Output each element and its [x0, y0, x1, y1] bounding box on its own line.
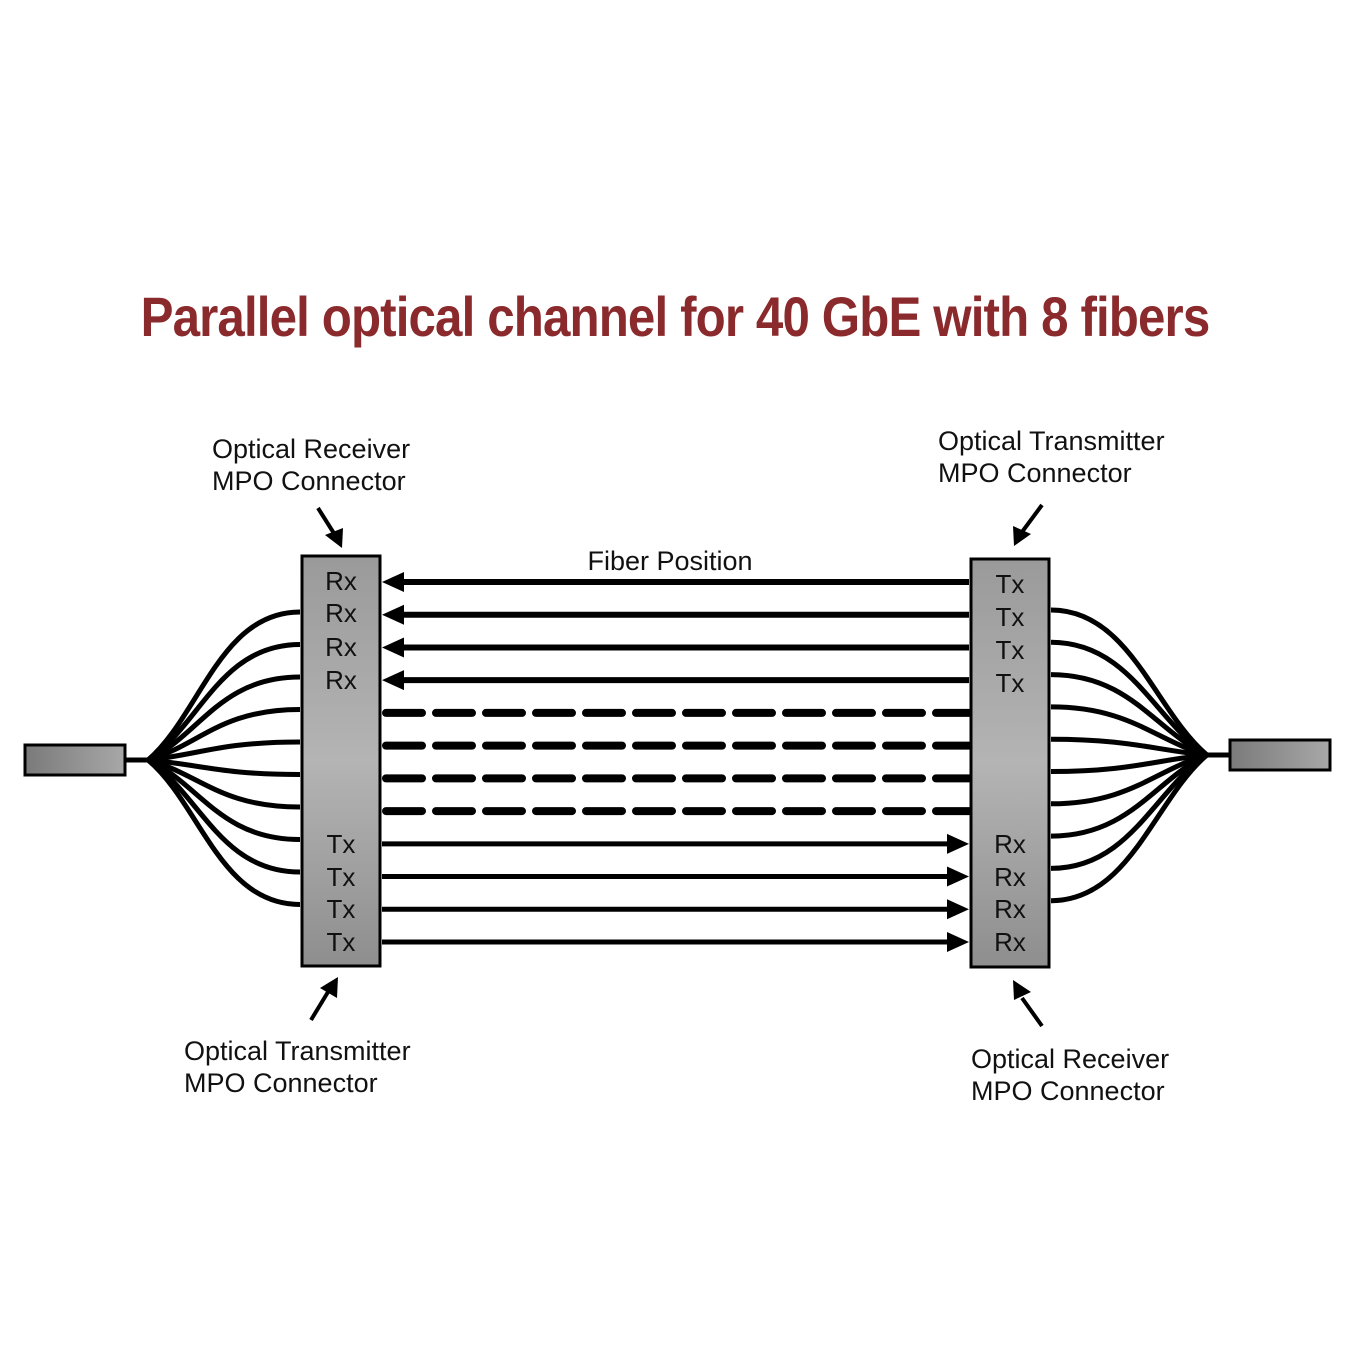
left-top-pointer-arrow	[316, 506, 343, 548]
left-top-label-line2: MPO Connector	[212, 466, 406, 496]
right-fanout-fiber	[1050, 752, 1208, 807]
left-fanout-fiber	[147, 739, 301, 763]
right-fanout-fiber	[1050, 752, 1209, 839]
right-bottom-label-line2: MPO Connector	[971, 1076, 1165, 1106]
port-label: Rx	[325, 598, 357, 628]
left-fanout-fiber	[147, 707, 301, 763]
right-fanout-fiber	[1050, 607, 1209, 757]
port-label: Tx	[327, 829, 356, 859]
port-label: Tx	[996, 668, 1025, 698]
left-bottom-pointer-arrow	[309, 977, 338, 1022]
left-fanout-fiber	[147, 757, 301, 777]
right-fiber-plug	[1207, 738, 1332, 772]
arrowhead-right	[947, 866, 969, 887]
right-fanout-fiber	[1050, 753, 1209, 904]
arrowhead-right	[947, 899, 969, 920]
left-fanout-fiber	[146, 609, 301, 762]
left-fanout-fiber	[146, 757, 301, 875]
left-top-label-line1: Optical Receiver	[212, 434, 410, 464]
right-fanout-fiber	[1050, 752, 1209, 871]
arrowhead-left	[382, 604, 404, 625]
right-bottom-pointer-arrow	[1013, 980, 1044, 1028]
right-fanout-fiber	[1050, 736, 1208, 758]
port-label: Rx	[325, 665, 357, 695]
left-bottom-label-line1: Optical Transmitter	[184, 1036, 411, 1066]
arrowhead-left	[382, 572, 404, 592]
port-label: Rx	[994, 829, 1026, 859]
right-fanout-fiber	[1050, 704, 1208, 758]
left-fanout-fiber	[146, 674, 301, 763]
left-fiber-plug	[23, 743, 148, 777]
left-fanout-fiber	[146, 758, 301, 907]
right-fanout-fiber	[1050, 672, 1209, 758]
port-label: Rx	[994, 927, 1026, 957]
port-label: Rx	[994, 862, 1026, 892]
port-label: Tx	[327, 894, 356, 924]
left-mpo-connector: Rx Rx Rx Rx Tx Tx Tx Tx	[300, 554, 382, 968]
right-top-pointer-arrow	[1013, 503, 1044, 546]
arrowhead-left	[382, 637, 404, 658]
right-top-label-line2: MPO Connector	[938, 458, 1132, 488]
port-label: Rx	[325, 566, 357, 596]
port-label: Tx	[327, 862, 356, 892]
port-label: Tx	[996, 569, 1025, 599]
fiber-position-label: Fiber Position	[587, 546, 752, 576]
port-label: Rx	[325, 632, 357, 662]
right-mpo-connector: Tx Tx Tx Tx Rx Rx Rx Rx	[969, 557, 1051, 969]
right-fanout-fiber	[1050, 639, 1209, 758]
left-fanout-fiber	[146, 642, 301, 763]
arrowhead-right	[947, 833, 969, 854]
arrowhead-right	[947, 932, 969, 952]
right-top-label-line1: Optical Transmitter	[938, 426, 1165, 456]
left-bottom-label-line2: MPO Connector	[184, 1068, 378, 1098]
arrowhead-left	[382, 670, 404, 691]
port-label: Tx	[327, 927, 356, 957]
port-label: Tx	[996, 602, 1025, 632]
right-bottom-label-line1: Optical Receiver	[971, 1044, 1169, 1074]
right-fanout-fiber	[1050, 752, 1208, 774]
port-label: Rx	[994, 894, 1026, 924]
diagram-title: Parallel optical channel for 40 GbE with…	[140, 285, 1211, 348]
left-fanout-fiber	[146, 757, 301, 842]
port-label: Tx	[996, 635, 1025, 665]
left-fanout-fiber	[147, 757, 301, 810]
